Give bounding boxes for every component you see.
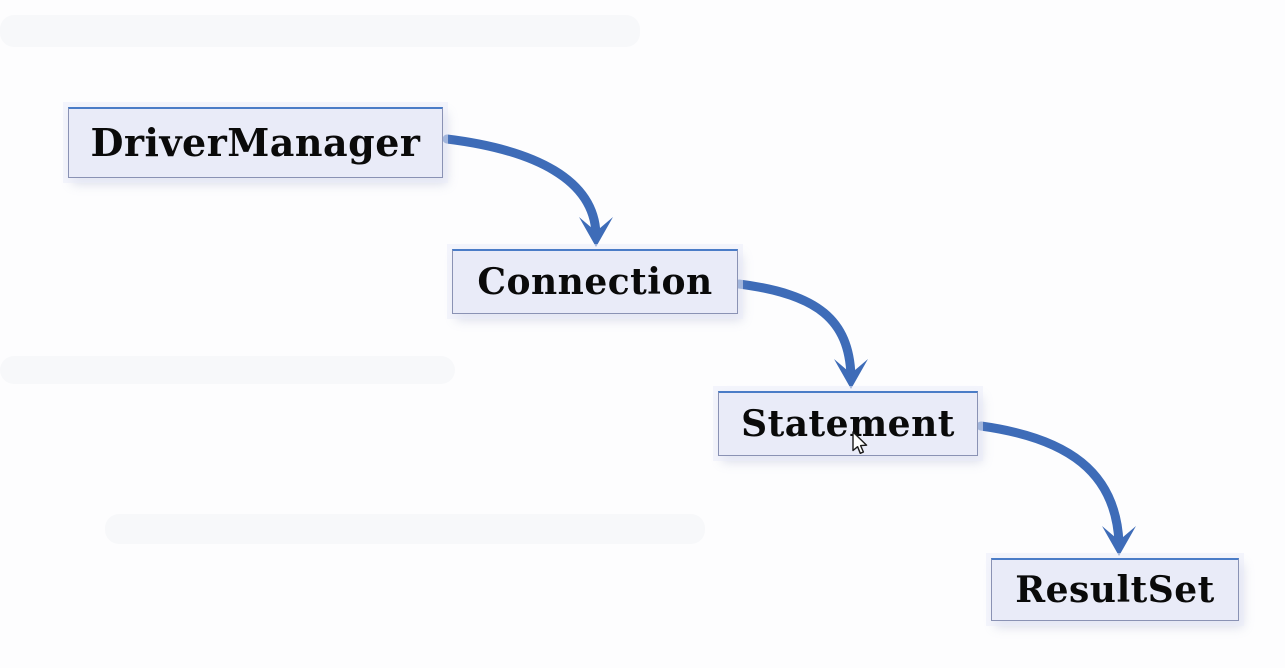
arrowhead-icon bbox=[834, 359, 868, 389]
edge-curve bbox=[442, 134, 601, 239]
edge-statement-resultset bbox=[976, 421, 1136, 556]
node-resultset: ResultSet bbox=[991, 558, 1239, 621]
edge-curve bbox=[976, 421, 1124, 548]
node-label: DriverManager bbox=[90, 120, 421, 165]
edge-curve bbox=[734, 279, 856, 381]
edge-drivermanager-connection bbox=[442, 134, 613, 247]
node-label: Statement bbox=[741, 403, 955, 445]
arrowhead-icon bbox=[1102, 526, 1136, 556]
edge-connection-statement bbox=[734, 279, 868, 389]
arrowhead-icon bbox=[579, 217, 613, 247]
node-label: ResultSet bbox=[1015, 569, 1215, 611]
node-connection: Connection bbox=[452, 249, 738, 314]
node-statement: Statement bbox=[718, 391, 978, 456]
node-label: Connection bbox=[477, 261, 713, 303]
node-drivermanager: DriverManager bbox=[68, 107, 443, 178]
